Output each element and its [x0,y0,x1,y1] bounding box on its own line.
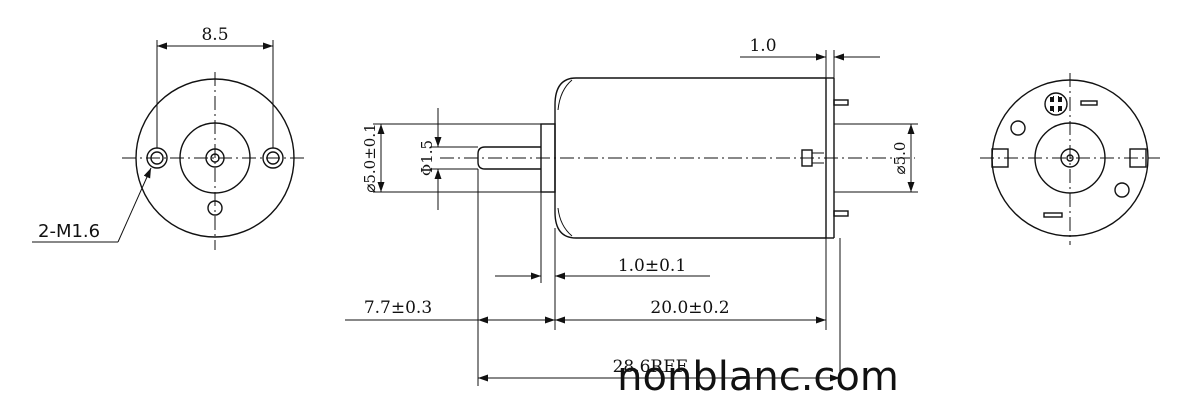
shaft-length-dim: 7.7±0.3 [364,298,432,318]
step-length-dim: 1.0±0.1 [618,256,686,276]
left-end-view [32,40,308,250]
right-end-view [980,73,1160,245]
flange-thickness-dim: 1.0 [749,36,776,56]
overall-length-dim: 28.6REF [613,357,688,377]
hole-spacing-dim: 8.5 [201,25,228,45]
plus-terminal-icon [1044,92,1068,116]
shaft-diameter-dim: Φ1.5 [418,140,436,176]
body-length-dim: 20.0±0.2 [650,298,729,318]
boss-diameter-dim: ⌀5.0±0.1 [361,123,379,192]
plus-side-dash [1080,100,1098,106]
thread-callout-label: 2-M1.6 [38,221,100,242]
terminal-diameter-dim: ⌀5.0 [891,142,909,175]
side-view [345,50,918,386]
minus-terminal-icon [1043,212,1063,218]
watermark: nonblanc.com [617,354,899,400]
